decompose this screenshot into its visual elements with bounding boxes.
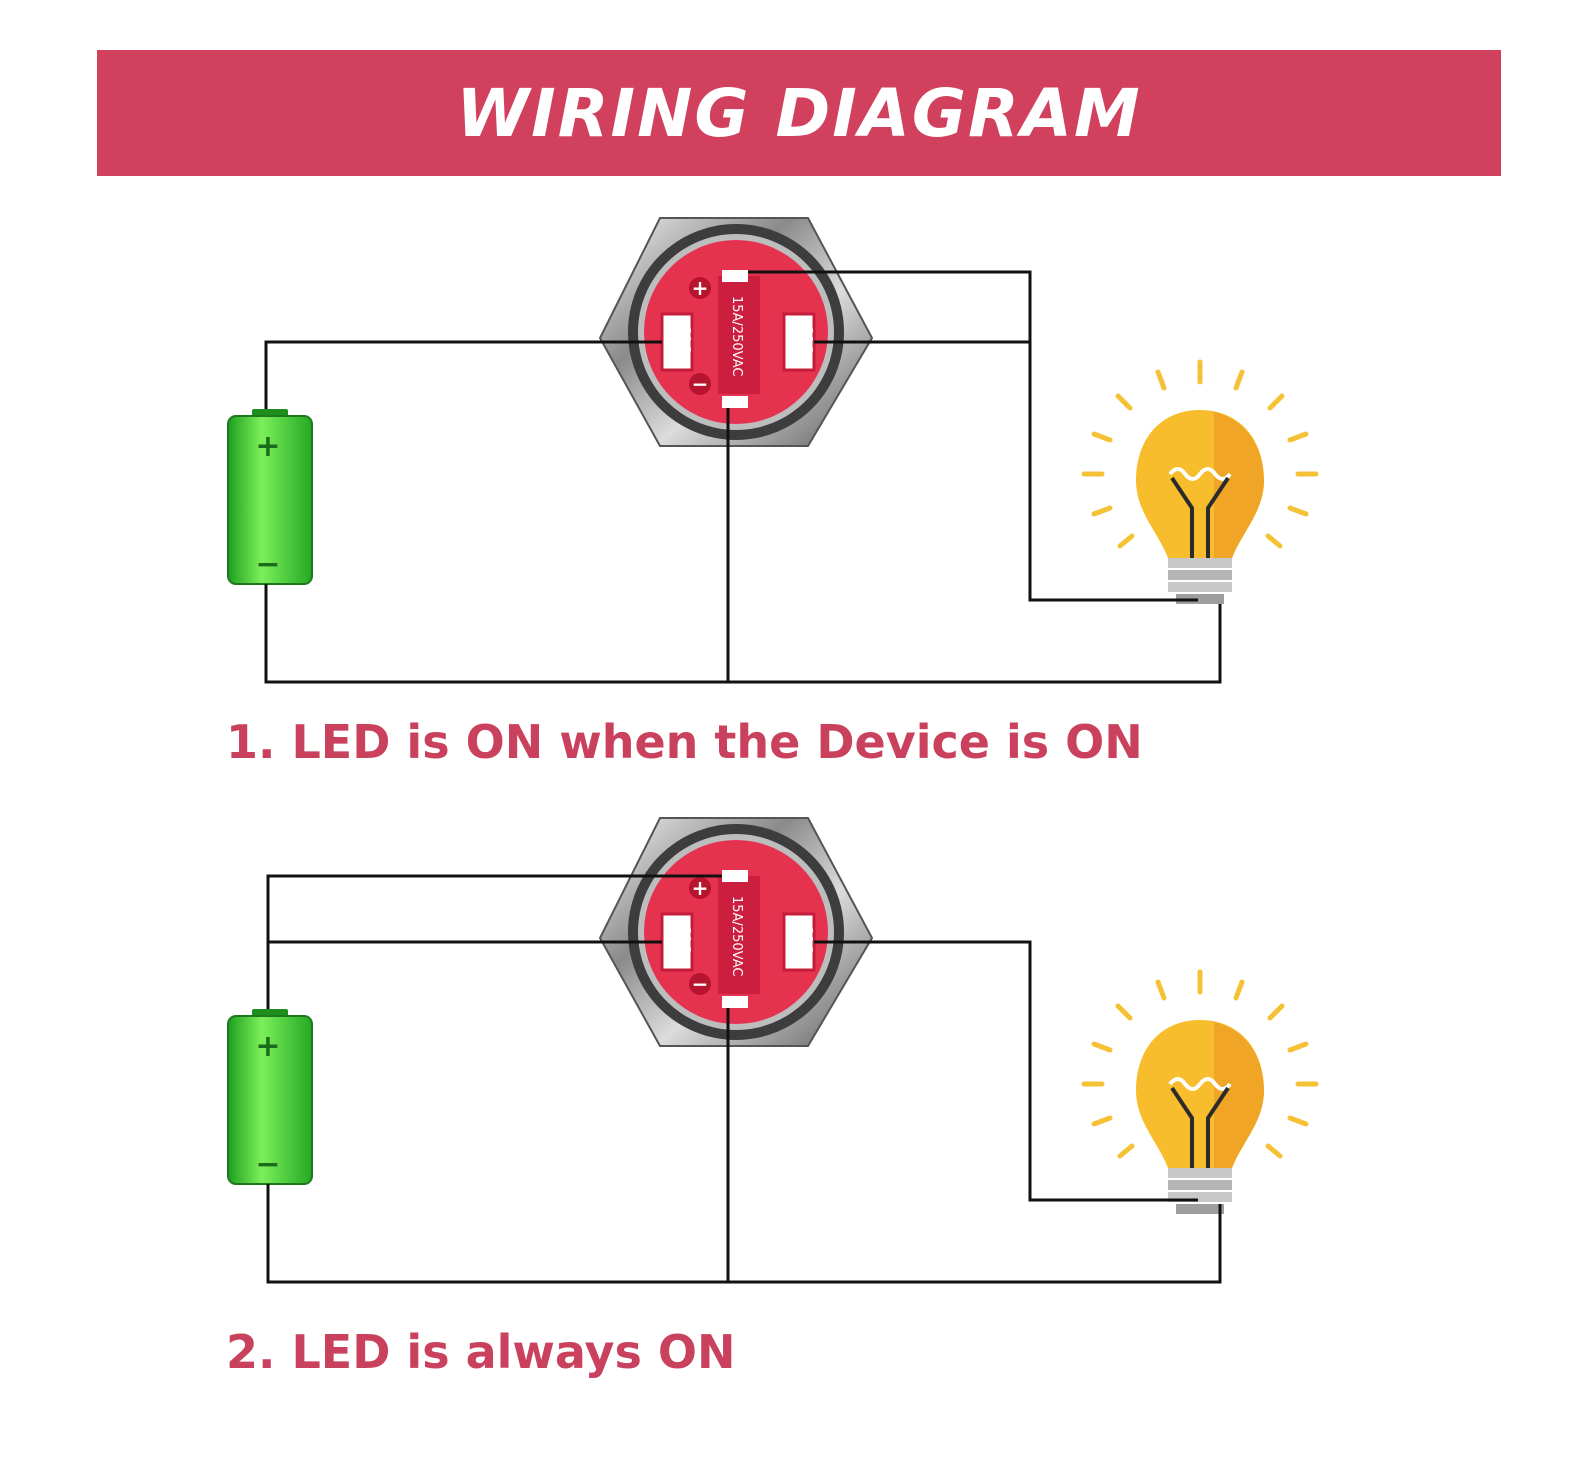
diagram-2-caption: 2. LED is always ON (226, 1325, 736, 1379)
bulb-shade (1214, 1022, 1264, 1168)
plus-marker (689, 277, 711, 299)
minus-symbol: − (692, 972, 709, 996)
bulb-shade (1214, 412, 1264, 558)
plus-symbol: + (692, 876, 709, 900)
wire-right-terminal-to-bulb (814, 940, 1198, 1202)
rating-plate (718, 876, 760, 994)
battery-minus-symbol: − (255, 1147, 280, 1182)
battery-plus-symbol: + (255, 429, 280, 464)
battery: + − (227, 409, 313, 585)
wires (264, 270, 1222, 684)
minus-symbol: − (692, 372, 709, 396)
right-terminal-label: NO (795, 927, 816, 957)
wires (266, 874, 1222, 1284)
right-terminal-label: NO (795, 327, 816, 357)
wire-battery-minus-return (264, 584, 1222, 684)
battery-plus-symbol: + (255, 1029, 280, 1064)
battery-minus-symbol: − (255, 547, 280, 582)
battery-body (227, 1015, 313, 1185)
page-title: WIRING DIAGRAM (456, 74, 1142, 152)
light-bulb (1081, 359, 1319, 604)
push-button-switch: 15A/250VAC NO NO + − (598, 817, 874, 1047)
rating-label: 15A/250VAC (729, 296, 744, 376)
right-terminal-plate (782, 912, 816, 972)
wire-battery-minus-return (266, 1184, 1222, 1284)
diagram-1-caption: 1. LED is ON when the Device is ON (226, 715, 1143, 769)
light-rays-icon (1081, 359, 1319, 549)
plus-symbol: + (692, 276, 709, 300)
push-button-switch: 15A/250VAC NO NO + − (598, 217, 874, 447)
bottom-terminal (722, 396, 748, 408)
title-banner: WIRING DIAGRAM (97, 50, 1501, 176)
wire-battery-to-top-terminal (266, 874, 722, 1009)
rating-plate (718, 276, 760, 394)
battery: + − (227, 1009, 313, 1185)
wire-right-terminal-to-bulb (814, 340, 1198, 602)
minus-marker (689, 973, 711, 995)
wiring-diagram-1: 15A/250VAC NO NO + − + − (227, 217, 1319, 684)
light-rays-icon (1081, 969, 1319, 1159)
light-bulb (1081, 969, 1319, 1214)
bulb-filament (1168, 1077, 1232, 1091)
top-terminal (722, 870, 748, 882)
battery-body (227, 415, 313, 585)
plus-marker (689, 877, 711, 899)
minus-marker (689, 373, 711, 395)
rating-label: 15A/250VAC (729, 896, 744, 976)
wire-top-terminal-to-bulb (748, 270, 1032, 342)
bulb-filament (1168, 467, 1232, 481)
right-terminal-plate (782, 312, 816, 372)
left-terminal-label: NO (673, 327, 694, 357)
top-terminal (722, 270, 748, 282)
bottom-terminal (722, 996, 748, 1008)
wiring-diagram-2: 15A/250VAC NO NO + − + − (227, 817, 1319, 1284)
left-terminal-label: NO (673, 927, 694, 957)
wire-battery-to-left-terminal (264, 340, 662, 409)
